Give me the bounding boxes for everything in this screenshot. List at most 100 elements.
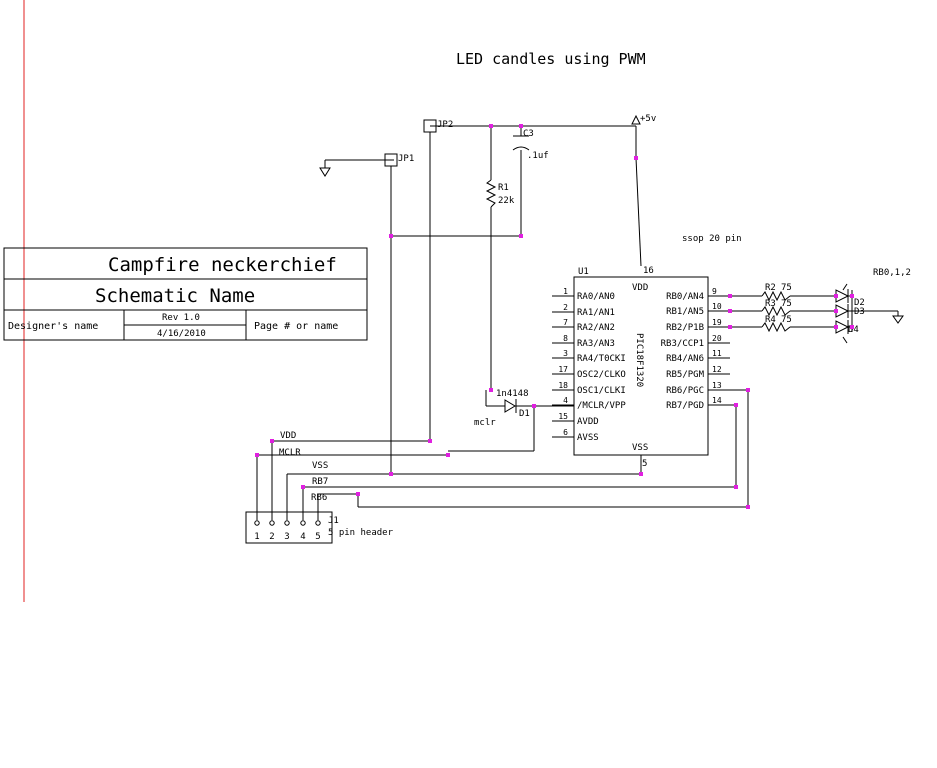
svg-text:16: 16	[643, 266, 654, 276]
pin-number: 18	[558, 381, 568, 390]
ground-icon	[892, 315, 904, 324]
pin-number: 10	[712, 302, 722, 311]
led-note: RB0,1,2	[873, 268, 911, 278]
svg-text:75: 75	[781, 299, 792, 309]
package-note: ssop 20 pin	[682, 234, 742, 244]
svg-text:C3: C3	[523, 129, 534, 139]
junction-dot	[634, 156, 638, 160]
pin-number: 17	[558, 365, 568, 374]
pin-number: 13	[712, 381, 722, 390]
junction-dot	[734, 403, 738, 407]
header-pin-number: 1	[254, 532, 259, 542]
header-pin-number: 4	[300, 532, 305, 542]
junction-dot	[639, 472, 643, 476]
svg-text:VDD: VDD	[632, 283, 648, 293]
page-label: Page # or name	[254, 321, 338, 332]
junction-dot	[356, 492, 360, 496]
junction-dot	[728, 294, 732, 298]
pin-name: RA0/AN0	[577, 292, 615, 302]
junction-dot	[489, 388, 493, 392]
capacitor-c3: C3 .1uf	[512, 129, 549, 161]
project-name: Campfire neckerchief	[108, 254, 337, 276]
junction-dot	[532, 404, 536, 408]
junction-dot	[389, 234, 393, 238]
svg-text:R2: R2	[765, 283, 776, 293]
svg-text:R3: R3	[765, 299, 776, 309]
schematic-name: Schematic Name	[95, 285, 255, 307]
junction-dot	[850, 325, 854, 329]
junction-dot	[270, 439, 274, 443]
pin-number: 14	[712, 396, 722, 405]
junction-dot	[746, 505, 750, 509]
junction-dot	[834, 294, 838, 298]
vcc-arrow-icon	[631, 114, 641, 125]
pin-name: RB7/PGD	[666, 401, 704, 411]
svg-text:U1: U1	[578, 267, 589, 277]
junction-dot	[428, 439, 432, 443]
ground-icon	[319, 167, 331, 177]
pin-name: RA3/AN3	[577, 339, 615, 349]
junction-dot	[255, 453, 259, 457]
schematic-title: LED candles using PWM	[456, 50, 646, 68]
revision: Rev 1.0	[162, 313, 200, 323]
svg-text:D2: D2	[854, 298, 865, 308]
led-resistors: R2 R3 R4 75 75 75	[761, 283, 792, 333]
led-array: D2 D3 D4	[835, 283, 865, 344]
junction-dot	[519, 234, 523, 238]
pin-name: AVSS	[577, 433, 599, 443]
pin-name: RB6/PGC	[666, 386, 704, 396]
header-pin-hole	[284, 520, 290, 526]
pin-number: 19	[712, 318, 722, 327]
net-rb7: RB7	[312, 477, 328, 487]
svg-text:D4: D4	[848, 325, 859, 335]
jumper-jp1: JP1	[384, 153, 414, 167]
pin-name: RA1/AN1	[577, 308, 615, 318]
svg-text:75: 75	[781, 315, 792, 325]
pin-number: 2	[563, 303, 568, 312]
power-label: +5v	[640, 114, 656, 124]
header-pin-number: 5	[315, 532, 320, 542]
pin-name: RB4/AN6	[666, 354, 704, 364]
svg-text:R1: R1	[498, 183, 509, 193]
pin-name: RB2/P1B	[666, 323, 704, 333]
pin-number: 6	[563, 428, 568, 437]
junction-dot	[301, 485, 305, 489]
pin-name: AVDD	[577, 417, 599, 427]
svg-text:VSS: VSS	[632, 443, 648, 453]
right-pin-group: 9RB0/AN410RB1/AN519RB2/P1B20RB3/CCP111RB…	[661, 287, 730, 411]
junction-dot	[728, 309, 732, 313]
svg-text:R4: R4	[765, 315, 776, 325]
pin-name: OSC2/CLKO	[577, 370, 626, 380]
svg-text:.1uf: .1uf	[527, 151, 549, 161]
diode-d1: 1n4148 D1 mclr	[474, 389, 530, 428]
header-pin-hole	[269, 520, 275, 526]
junction-dot	[834, 325, 838, 329]
resistor-r1: R1 22k	[485, 179, 515, 208]
pin-name: RA2/AN2	[577, 323, 615, 333]
pin-number: 11	[712, 349, 722, 358]
svg-text:5: 5	[642, 459, 647, 469]
chip-part-number: PIC18F1320	[634, 333, 644, 387]
svg-text:D1: D1	[519, 409, 530, 419]
net-rb6: RB6	[311, 493, 327, 503]
title-block: Campfire neckerchief Schematic Name Desi…	[3, 247, 368, 341]
junction-dot	[728, 325, 732, 329]
pin-number: 1	[563, 287, 568, 296]
header-pin-hole	[254, 520, 260, 526]
svg-text:J1: J1	[328, 516, 339, 526]
pin-number: 9	[712, 287, 717, 296]
net-vss: VSS	[312, 461, 328, 471]
junction-dot	[489, 124, 493, 128]
svg-text:5 pin header: 5 pin header	[328, 528, 394, 538]
pin-name: OSC1/CLKI	[577, 386, 626, 396]
junction-dot	[734, 485, 738, 489]
pin-name: RB1/AN5	[666, 307, 704, 317]
svg-text:1n4148: 1n4148	[496, 389, 529, 399]
designer-name: Designer's name	[8, 321, 98, 332]
power-symbols: +5v	[319, 114, 904, 324]
pin-number: 4	[563, 396, 568, 405]
svg-text:22k: 22k	[498, 196, 515, 206]
